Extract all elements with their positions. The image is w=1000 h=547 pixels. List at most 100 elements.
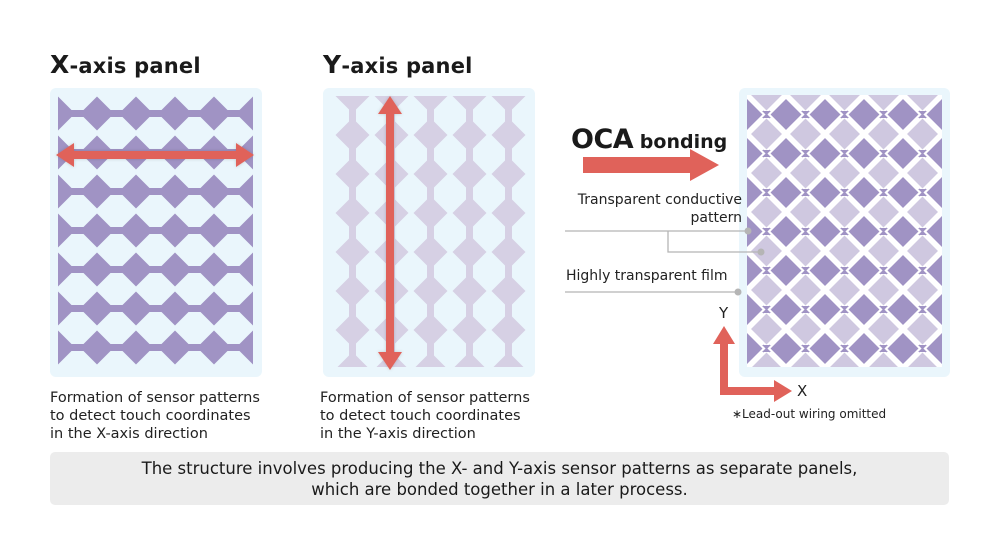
x-pattern-diamond [767,329,805,367]
x-pattern-diamond [197,330,231,365]
x-caption-line: to detect touch coordinates [50,408,251,424]
x-pattern-diamond [158,174,192,209]
film-label: Highly transparent film [566,268,728,284]
x-axis-title-initial: X [50,50,70,79]
y-pattern-diamond [452,96,487,113]
leader-dot [757,248,765,256]
x-pattern-diamond [845,134,883,173]
y-caption-line: Formation of sensor patterns [320,390,530,406]
x-pattern-diamond [884,290,922,329]
combined-sensor-pattern [747,95,942,367]
y-pattern-diamond [491,274,526,308]
y-pattern-neck [427,96,434,367]
x-pattern-neck [747,267,942,274]
x-pattern-diamond [58,330,75,365]
x-pattern-neck [58,305,253,312]
oca-bonding-title: OCA bonding [571,124,727,155]
x-pattern-diamond [845,329,883,367]
x-pattern-diamond [236,213,253,248]
y-pattern-diamond [413,235,448,269]
y-pattern-diamond [415,352,446,367]
y-pattern-diamond [452,118,487,152]
y-pattern-diamond [491,313,526,347]
y-pattern-diamond [493,352,524,367]
x-pattern-diamond [236,330,253,365]
x-pattern-diamond [767,290,805,329]
y-pattern-diamond [452,196,487,230]
x-pattern-neck [58,344,253,351]
x-pattern-diamond [158,213,192,248]
x-pattern-diamond [80,252,114,287]
x-pattern-diamond [923,251,942,290]
x-pattern-diamond [58,252,75,287]
x-pattern-diamond [80,291,114,326]
x-pattern-diamond [747,290,766,329]
x-pattern-diamond [80,213,114,248]
y-pattern-neck [505,96,512,367]
y-pattern-diamond [413,118,448,152]
x-pattern-diamond [884,251,922,290]
y-pattern-diamond [826,349,863,367]
leader-dot [744,227,752,235]
y-pattern-diamond [452,274,487,308]
x-direction-double-arrow-icon [56,143,254,167]
x-pattern-diamond [923,290,942,329]
oca-bonding-arrow-icon [583,149,719,181]
x-pattern-diamond [806,329,844,367]
y-pattern-diamond [413,274,448,308]
leader-lines [565,230,761,293]
xy-axes-icon [713,326,792,402]
x-pattern-diamond [197,96,231,131]
x-pattern-diamond [58,291,75,326]
x-pattern-diamond [845,251,883,290]
y-axis-caption: Formation of sensor patterns to detect t… [320,389,530,443]
summary-box: The structure involves producing the X- … [50,452,949,505]
y-pattern-diamond [413,96,448,113]
x-pattern-diamond [80,96,114,131]
x-pattern-diamond [158,291,192,326]
x-pattern-diamond [747,329,766,367]
x-pattern-diamond [884,212,922,251]
summary-line-1: The structure involves producing the X- … [141,458,858,478]
summary-line-2: which are bonded together in a later pro… [311,479,688,499]
x-pattern-diamond [767,251,805,290]
leader-dot [734,288,742,296]
x-pattern-diamond [119,252,153,287]
x-pattern-diamond [58,174,75,209]
x-pattern-diamond [845,173,883,212]
y-pattern-diamond [335,96,370,113]
y-pattern-diamond [335,196,370,230]
y-axis-title-initial: Y [323,50,342,79]
x-pattern-neck [747,345,942,352]
y-pattern-diamond [452,157,487,191]
y-pattern-diamond [335,313,370,347]
x-axis-panel-title: X-axis panel [50,50,201,79]
y-pattern-diamond [491,96,526,113]
y-axis-panel-title: Y-axis panel [323,50,473,79]
x-pattern-diamond [806,290,844,329]
y-pattern-diamond [413,157,448,191]
x-pattern-diamond [80,330,114,365]
y-direction-double-arrow-icon [378,96,402,370]
conductive-pattern-label-line1: Transparent conductive [577,192,742,208]
x-pattern-diamond [197,174,231,209]
x-pattern-neck [58,266,253,273]
x-pattern-neck [747,306,942,313]
x-axis-label: X [797,382,808,400]
x-pattern-diamond [236,96,253,131]
x-pattern-diamond [845,212,883,251]
x-pattern-diamond [197,252,231,287]
x-pattern-diamond [119,213,153,248]
x-caption-line: Formation of sensor patterns [50,390,260,406]
x-pattern-diamond [884,173,922,212]
y-axis-label: Y [719,304,729,322]
x-pattern-diamond [806,173,844,212]
x-pattern-diamond [923,329,942,367]
x-pattern-neck [747,150,942,157]
x-pattern-diamond [58,213,75,248]
x-pattern-diamond [80,174,114,209]
y-pattern-diamond [335,118,370,152]
x-pattern-diamond [767,134,805,173]
y-caption-line: in the Y-axis direction [320,426,476,442]
leader-dots [734,227,765,296]
